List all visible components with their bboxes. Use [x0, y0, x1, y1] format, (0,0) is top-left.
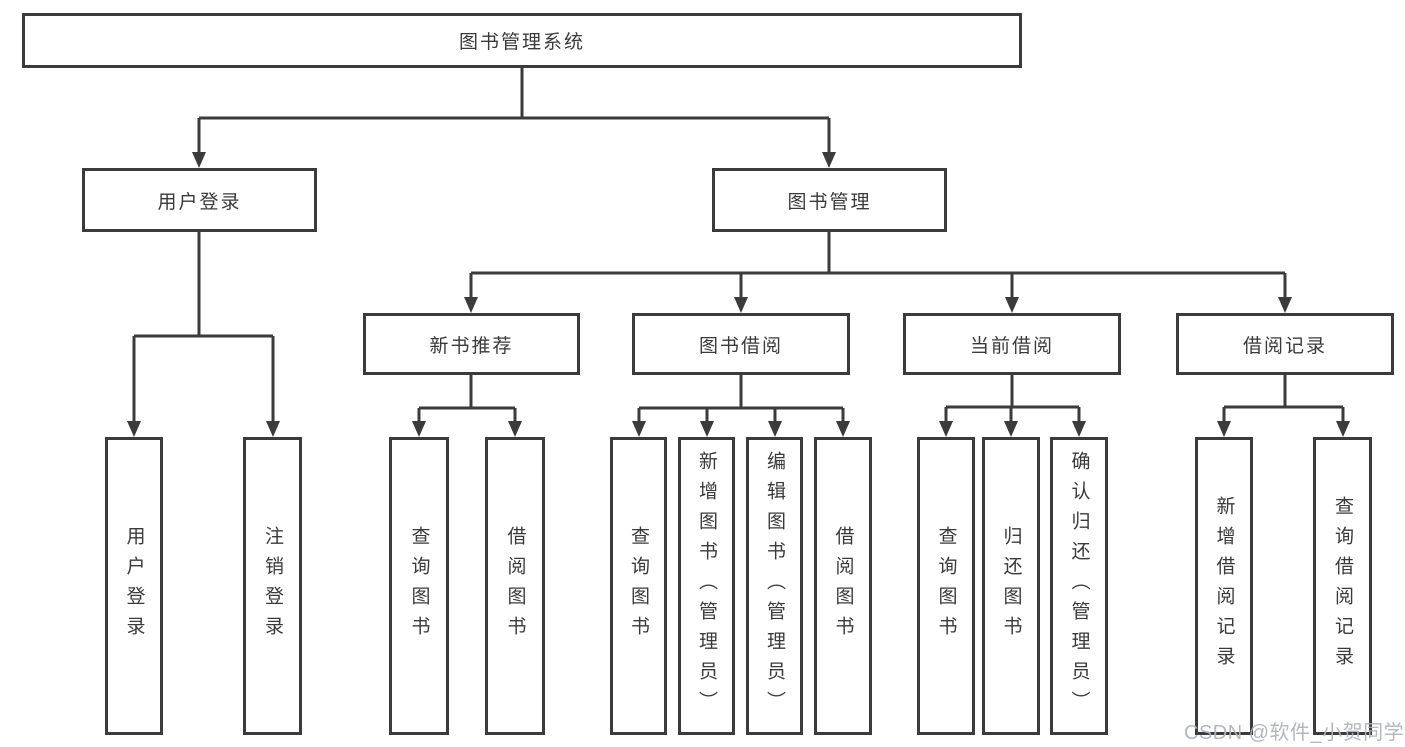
- node-new-book-recommend: 新书推荐: [363, 313, 580, 375]
- leaf-records-query-record-label: 查询借阅记录: [1332, 496, 1353, 676]
- node-borrow-records: 借阅记录: [1176, 313, 1394, 375]
- leaf-borrowing-query-books-label: 查询图书: [628, 526, 649, 646]
- node-new-book-recommend-label: 新书推荐: [429, 335, 514, 357]
- leaf-recommend-query-books: 查询图书: [389, 437, 449, 735]
- node-book-borrowing-label: 图书借阅: [698, 335, 783, 357]
- leaf-records-query-record: 查询借阅记录: [1313, 437, 1372, 735]
- node-book-management-label: 图书管理: [787, 191, 872, 213]
- leaf-recommend-query-books-label: 查询图书: [408, 526, 430, 646]
- leaf-current-return-books-label: 归还图书: [1000, 526, 1022, 646]
- leaf-borrowing-borrow-books: 借阅图书: [814, 437, 872, 735]
- leaf-records-add-record: 新增借阅记录: [1195, 437, 1253, 735]
- node-library-system: 图书管理系统: [22, 13, 1022, 68]
- leaf-current-confirm-return-admin-label: 确认归还（管理员）: [1068, 451, 1090, 721]
- node-book-management: 图书管理: [712, 168, 947, 232]
- node-current-borrowing-label: 当前借阅: [969, 335, 1054, 357]
- leaf-user-login-label: 用户登录: [123, 526, 145, 646]
- leaf-recommend-borrow-books-label: 借阅图书: [504, 526, 526, 646]
- leaf-borrowing-query-books: 查询图书: [610, 437, 667, 735]
- leaf-logout: 注销登录: [243, 437, 302, 735]
- connector-path: [132, 68, 1345, 423]
- leaf-borrowing-edit-books-admin: 编辑图书（管理员）: [746, 437, 803, 735]
- leaf-user-login: 用户登录: [105, 437, 163, 735]
- watermark: CSDN @软件_小贺同学: [1184, 722, 1405, 744]
- leaf-recommend-borrow-books: 借阅图书: [485, 437, 545, 735]
- leaf-current-confirm-return-admin: 确认归还（管理员）: [1050, 437, 1108, 735]
- leaf-current-query-books-label: 查询图书: [935, 526, 957, 646]
- leaf-borrowing-borrow-books-label: 借阅图书: [832, 526, 854, 646]
- node-borrow-records-label: 借阅记录: [1242, 335, 1327, 357]
- leaf-current-return-books: 归还图书: [982, 437, 1040, 735]
- node-user-login: 用户登录: [82, 168, 317, 232]
- leaf-records-add-record-label: 新增借阅记录: [1213, 496, 1235, 676]
- leaf-current-query-books: 查询图书: [917, 437, 975, 735]
- leaf-borrowing-add-books-admin-label: 新增图书（管理员）: [696, 451, 717, 721]
- node-current-borrowing: 当前借阅: [903, 313, 1121, 375]
- node-book-borrowing: 图书借阅: [632, 313, 850, 375]
- leaf-logout-label: 注销登录: [262, 526, 283, 646]
- leaf-borrowing-add-books-admin: 新增图书（管理员）: [678, 437, 735, 735]
- node-library-system-label: 图书管理系统: [458, 32, 585, 53]
- leaf-borrowing-edit-books-admin-label: 编辑图书（管理员）: [764, 451, 785, 721]
- node-user-login-label: 用户登录: [157, 191, 242, 213]
